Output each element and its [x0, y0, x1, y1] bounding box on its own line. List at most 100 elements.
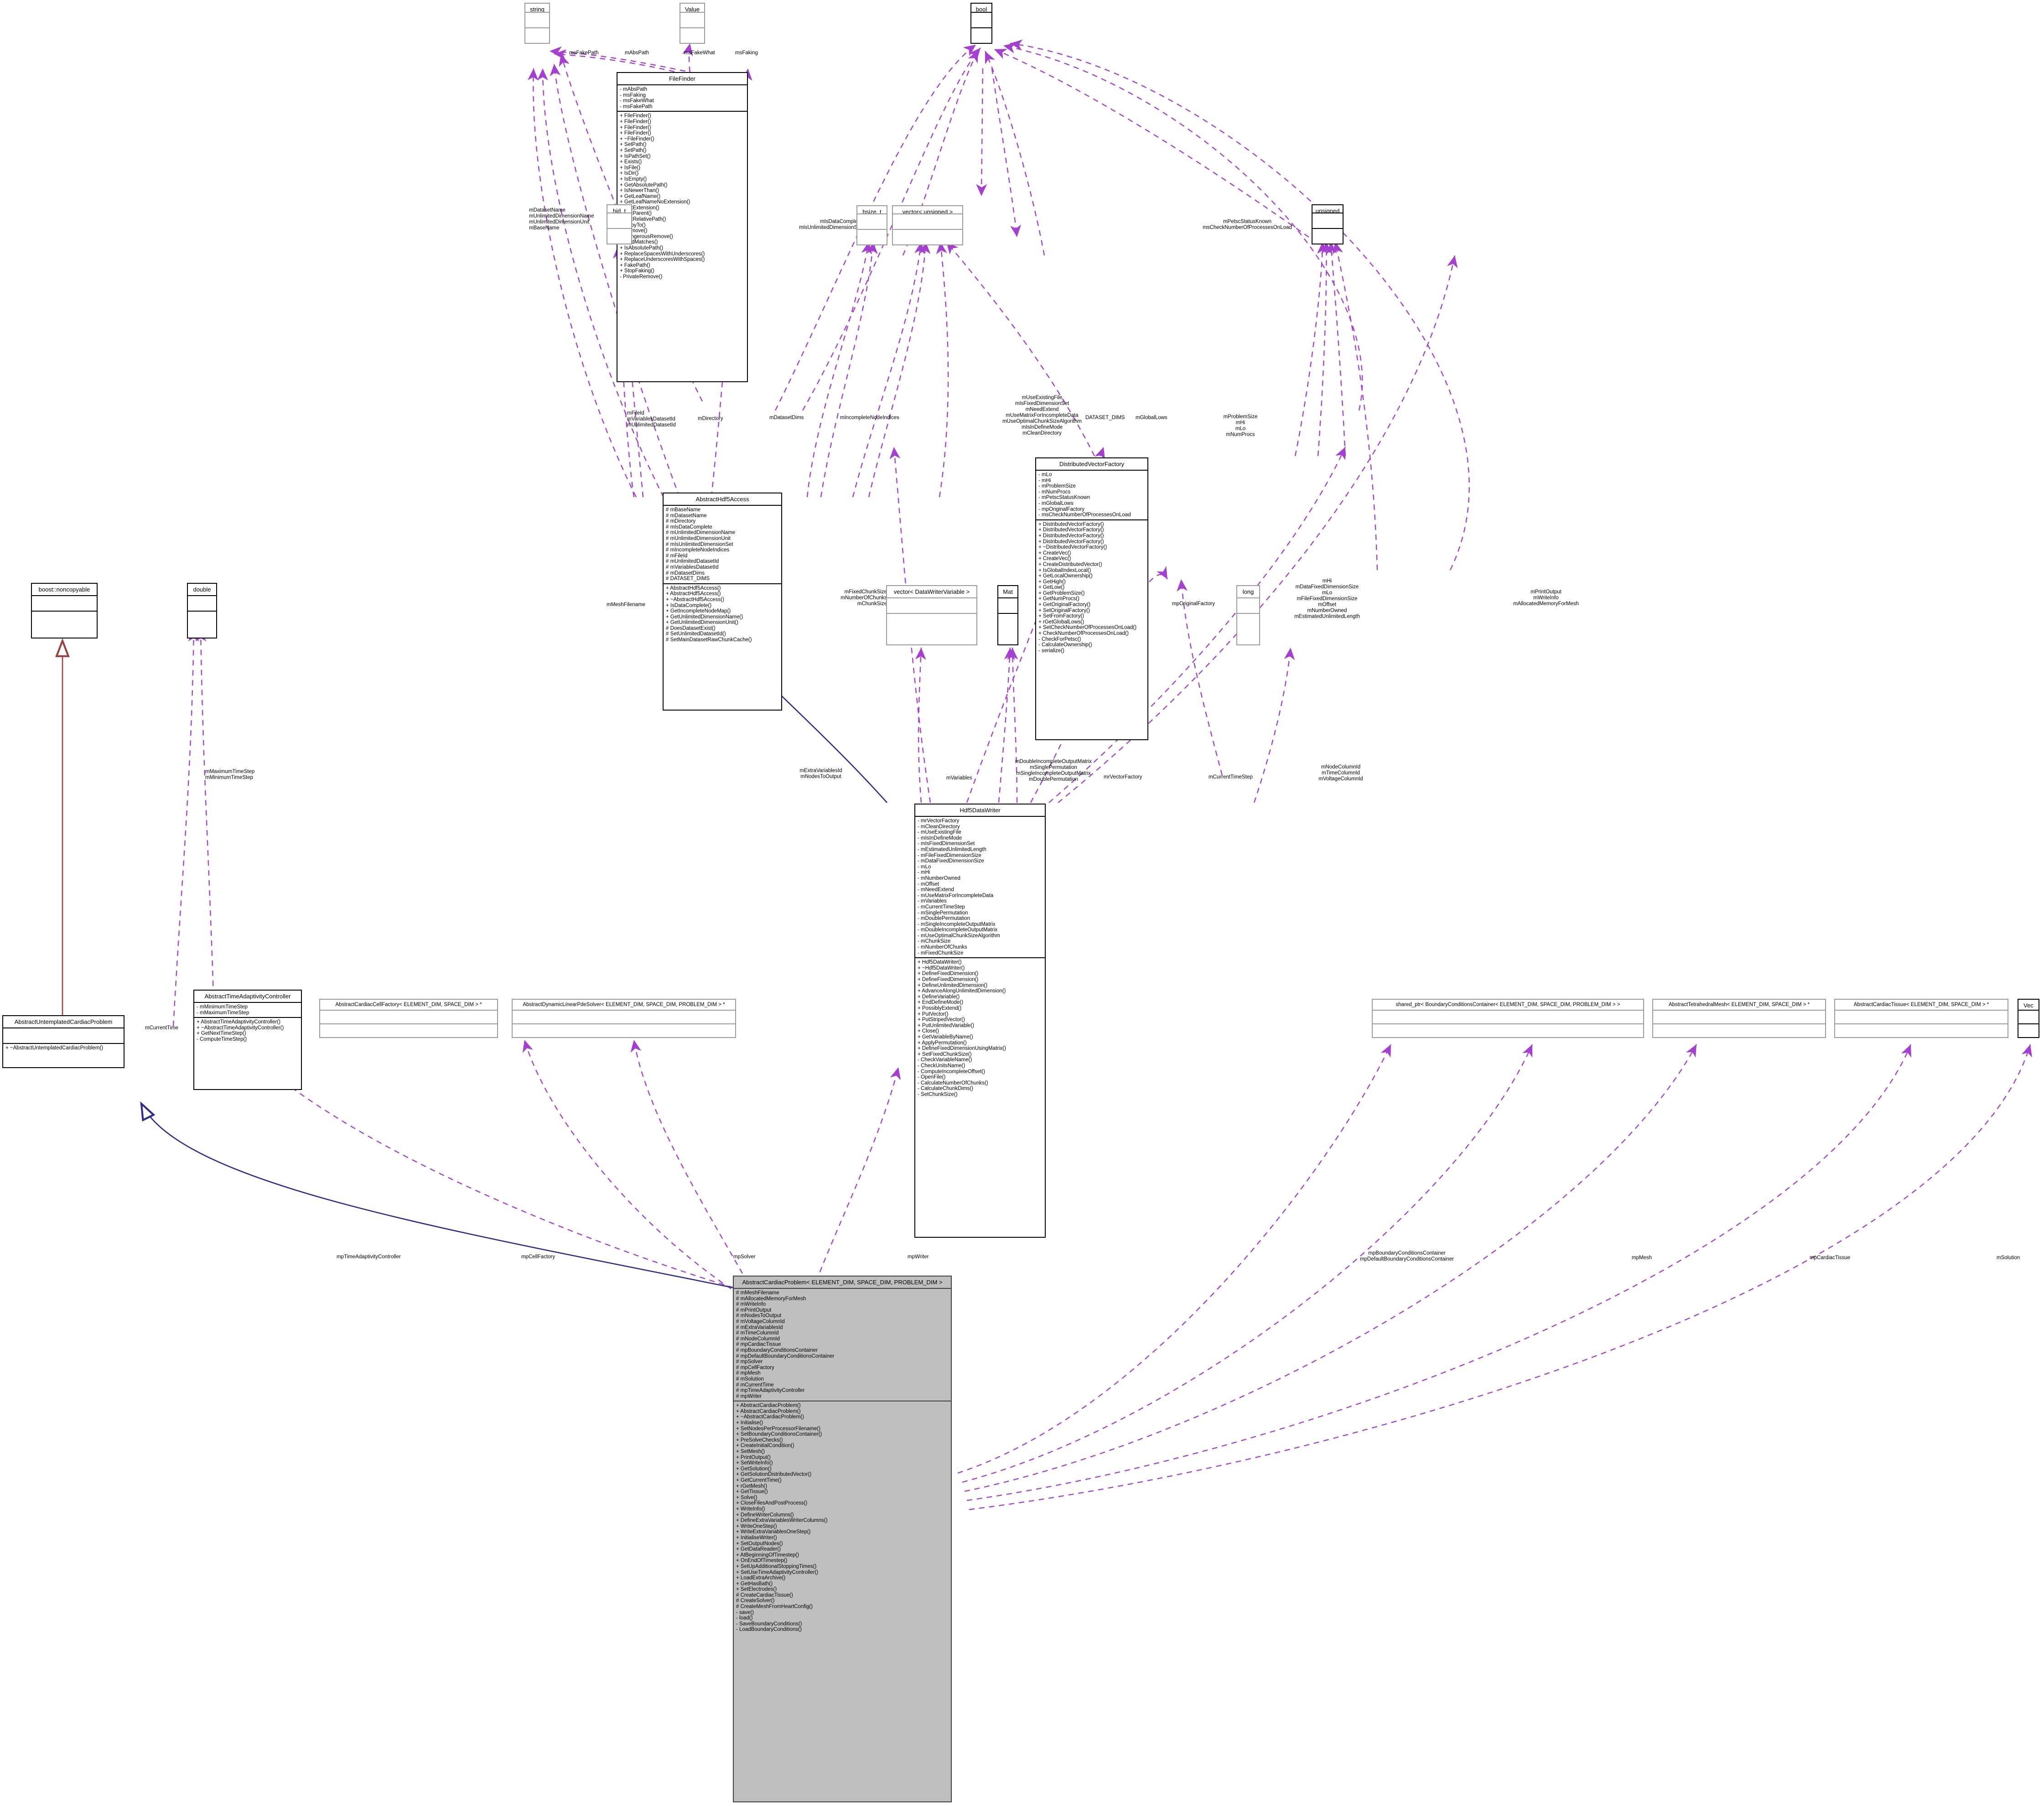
operation: + AbstractHdf5Access()	[666, 591, 721, 597]
operation: + GetUnlimitedDimensionName()	[666, 614, 743, 620]
class-box-distributed-vector-factory[interactable]: DistributedVectorFactory - mLo - mHi - m…	[1035, 457, 1148, 740]
label-line: mExtraVariablesId	[799, 768, 842, 773]
operation: + GetHigh()	[1038, 579, 1066, 585]
class-box-hsize-t[interactable]: hsize_t	[856, 205, 887, 245]
class-box-unsigned[interactable]: unsigned	[1312, 204, 1344, 244]
class-operations	[188, 612, 216, 638]
operation: + PossiblyExtend()	[918, 1006, 962, 1011]
edge-label-mpmesh: mpMesh	[1632, 1255, 1652, 1261]
operation: + SetMesh()	[736, 1449, 765, 1455]
operation: # CreateSolver()	[736, 1598, 775, 1604]
label-line: mUnlimitedDatasetId	[627, 422, 676, 428]
operation: + SetWriteInfo()	[736, 1460, 773, 1466]
label-line: mDataFixedDimensionSize	[1295, 584, 1359, 590]
operation: + ~FileFinder()	[620, 136, 654, 142]
class-box-vector-datawritervariable[interactable]: vector< DataWriterVariable >	[886, 585, 977, 645]
attribute: # mMeshFilename	[736, 1290, 779, 1296]
class-title: AbstractDynamicLinearPdeSolver< ELEMENT_…	[513, 1000, 735, 1011]
edge-label-mdirectory: mDirectory	[698, 416, 723, 421]
class-box-file-finder[interactable]: FileFinder - mAbsPath - msFaking - msFak…	[617, 72, 748, 382]
label-line: mTimeColumnId	[1322, 770, 1360, 776]
label-line: mSingleIncompleteOutputMatrix	[1016, 771, 1091, 776]
class-title: AbstractTetrahedralMesh< ELEMENT_DIM, SP…	[1653, 1000, 1825, 1011]
label-line: mIsInDefineMode	[1021, 425, 1063, 430]
class-attributes	[513, 1011, 735, 1024]
operation: # DoesDatasetExist()	[666, 625, 716, 631]
class-title: bool	[971, 4, 991, 13]
class-box-long[interactable]: long	[1236, 585, 1260, 645]
operation: + CloseFilesAndPostProcess()	[736, 1500, 808, 1506]
class-box-shared-ptr-boundary-conditions-container[interactable]: shared_ptr< BoundaryConditionsContainer<…	[1372, 999, 1644, 1038]
class-box-mat[interactable]: Mat	[997, 585, 1018, 645]
class-operations: + AbstractTimeAdaptivityController() + ~…	[194, 1018, 301, 1089]
label-line: mNodesToOutput	[800, 774, 841, 779]
edge-label-mmeshfilename: mMeshFilename	[607, 602, 645, 607]
edge-label-mgloballows: mGlobalLows	[1136, 415, 1167, 420]
label-line: mLo	[1235, 426, 1246, 431]
class-box-abstract-cardiac-problem[interactable]: AbstractCardiacProblem< ELEMENT_DIM, SPA…	[733, 1276, 952, 1802]
operation: + SetFromFactory()	[1038, 613, 1084, 619]
label-line: mOffset	[1318, 602, 1337, 607]
class-box-abstract-time-adaptivity-controller[interactable]: AbstractTimeAdaptivityController - mMini…	[193, 990, 302, 1090]
class-operations	[525, 28, 549, 43]
label-line: mFileFixedDimensionSize	[1297, 596, 1358, 602]
operation: + SetPath()	[620, 147, 647, 153]
class-title: Mat	[998, 586, 1017, 598]
attribute: - msFakeWhat	[620, 98, 654, 104]
class-attributes: - mAbsPath - msFaking - msFakeWhat - msF…	[617, 85, 747, 112]
operation: + GetLow()	[1038, 585, 1065, 591]
edge-label-mabspath: mAbsPath	[625, 50, 649, 56]
operation: + ReplaceUnderscoresWithSpaces()	[620, 257, 705, 263]
class-box-abstract-cardiac-tissue[interactable]: AbstractCardiacTissue< ELEMENT_DIM, SPAC…	[1834, 999, 2008, 1038]
class-box-hid-t[interactable]: hid_t	[607, 204, 632, 244]
operation: - load()	[736, 1615, 753, 1621]
operation: + WriteOneStep()	[736, 1523, 777, 1529]
class-box-bool[interactable]: bool	[970, 3, 992, 44]
operation: + PutVector()	[918, 1011, 949, 1017]
class-box-hdf5-data-writer[interactable]: Hdf5DataWriter - mrVectorFactory - mClea…	[914, 804, 1046, 1238]
operation: + IsEmpty()	[620, 176, 647, 182]
operation: + Initialise()	[736, 1420, 763, 1426]
operation: + Hdf5DataWriter()	[918, 960, 962, 965]
operation: + SetFixedChunkSize()	[918, 1051, 972, 1057]
operation: + OnEndOfTimestep()	[736, 1558, 788, 1564]
class-box-boost-noncopyable[interactable]: boost::noncopyable	[31, 583, 98, 638]
class-box-value[interactable]: Value	[680, 3, 705, 44]
class-box-vector-unsigned[interactable]: vector< unsigned >	[892, 205, 963, 245]
label-line: mMaximumTimeStep	[205, 769, 255, 774]
class-box-abstract-hdf5-access[interactable]: AbstractHdf5Access # mBaseName # mDatase…	[663, 493, 782, 711]
operation: + InitialiseWriter()	[736, 1535, 777, 1541]
label-line: mSinglePermutation	[1030, 765, 1077, 770]
operation: + SetOriginalFactory()	[1038, 607, 1090, 613]
class-box-abstract-cardiac-cell-factory[interactable]: AbstractCardiacCellFactory< ELEMENT_DIM,…	[319, 999, 498, 1038]
class-operations	[971, 28, 991, 43]
operation: + DefineFixedDimension()	[918, 977, 979, 983]
class-box-double[interactable]: double	[187, 583, 217, 638]
class-operations	[893, 230, 962, 244]
operation: + GetAbsolutePath()	[620, 182, 668, 188]
attribute: - mIsInDefineMode	[918, 835, 962, 841]
label-line: mLo	[1322, 590, 1333, 596]
operation: + AbstractHdf5Access()	[666, 585, 721, 591]
attribute: # mNodesToOutput	[736, 1313, 782, 1319]
class-box-string[interactable]: string	[524, 3, 550, 44]
attribute: - mLo	[1038, 472, 1052, 477]
class-attributes	[3, 1028, 124, 1044]
operation: + GetNumProcs()	[1038, 596, 1079, 602]
class-title: Vec	[2018, 1000, 2039, 1011]
class-attributes	[1237, 598, 1259, 614]
class-box-abstract-tetrahedral-mesh[interactable]: AbstractTetrahedralMesh< ELEMENT_DIM, SP…	[1652, 999, 1826, 1038]
edge-label-mextravariablesid-group: mExtraVariablesId mNodesToOutput	[787, 768, 855, 780]
class-attributes	[857, 214, 887, 230]
class-box-abstract-dynamic-linear-pde-solver[interactable]: AbstractDynamicLinearPdeSolver< ELEMENT_…	[512, 999, 736, 1038]
label-line: mVoltageColumnId	[1318, 776, 1363, 782]
label-line: mHi	[1322, 578, 1332, 584]
operation: + AbstractTimeAdaptivityController()	[197, 1019, 280, 1025]
label-line: mChunkSize	[857, 601, 887, 607]
label-line: mEstimatedUnlimitedLength	[1294, 614, 1360, 619]
class-box-abstract-untemplated-cardiac-problem[interactable]: AbstractUntemplatedCardiacProblem + ~Abs…	[2, 1015, 125, 1068]
operation: # CreateMeshFromHeartConfig()	[736, 1604, 813, 1610]
attribute: - mDataFixedDimensionSize	[918, 858, 984, 864]
attribute: - msCheckNumberOfProcessesOnLoad	[1038, 512, 1131, 518]
class-box-vec[interactable]: Vec	[2018, 999, 2039, 1038]
